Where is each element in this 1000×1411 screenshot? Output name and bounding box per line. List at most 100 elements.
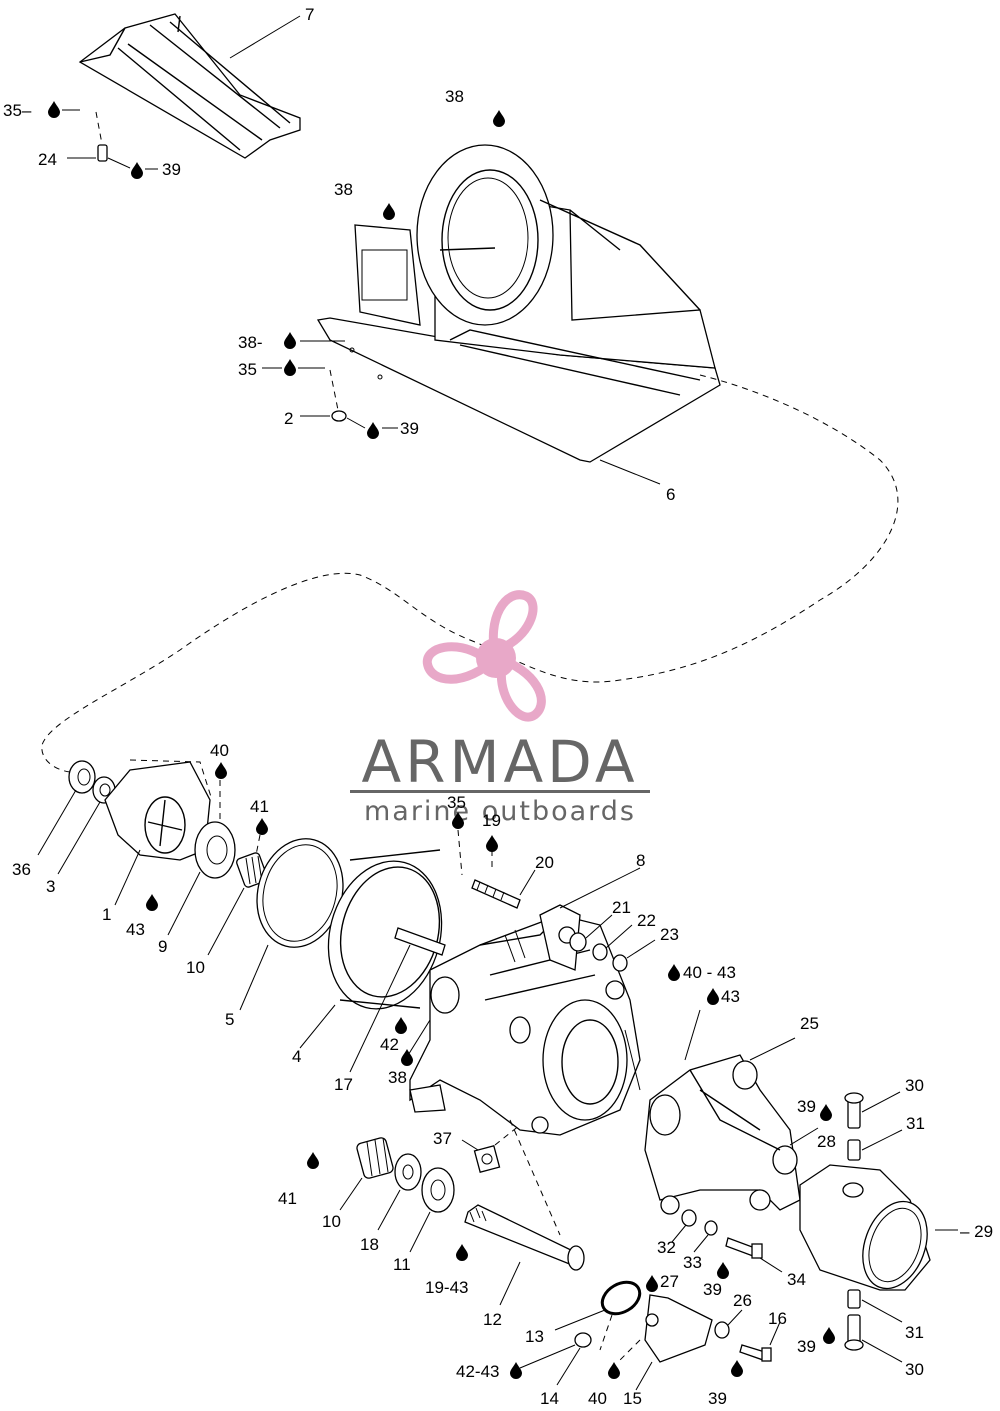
part-11-seal bbox=[409, 1167, 455, 1253]
callout-label: 43 bbox=[721, 987, 740, 1006]
callout-label: 40 bbox=[210, 741, 229, 760]
oil-drop-icon bbox=[256, 818, 268, 835]
callout-label: 10 bbox=[186, 958, 205, 977]
part-10-bearing-a bbox=[207, 834, 268, 956]
part-7-fin bbox=[78, 13, 301, 159]
callout-label: 39 bbox=[797, 1097, 816, 1116]
oil-drop-icon bbox=[823, 1327, 835, 1344]
callout-label: 11 bbox=[393, 1255, 411, 1274]
callout-label: 18 bbox=[360, 1235, 379, 1254]
part-8-pump-housing bbox=[404, 867, 641, 1136]
parts-30-31-bolts bbox=[844, 1091, 903, 1363]
oil-drop-icon bbox=[401, 1049, 413, 1066]
logo-rule bbox=[350, 790, 650, 793]
oil-drop-icon bbox=[820, 1104, 832, 1121]
callout-label: 34 bbox=[787, 1270, 806, 1289]
part-14-screw bbox=[556, 1332, 592, 1386]
callout-label: 25 bbox=[800, 1014, 819, 1033]
callout-label: 4 bbox=[292, 1047, 301, 1066]
callout-label: 33 bbox=[683, 1253, 702, 1272]
part-24-screw bbox=[62, 109, 158, 170]
callout-label: 21 bbox=[612, 898, 631, 917]
callout-label: 41 bbox=[250, 797, 269, 816]
part-18-washer bbox=[377, 1153, 422, 1231]
callout-label: 13 bbox=[525, 1327, 544, 1346]
callout-label: 31 bbox=[905, 1323, 924, 1342]
callout-label: 26 bbox=[733, 1291, 752, 1310]
callout-label: 38 bbox=[334, 180, 353, 199]
dashed-leaders-lower bbox=[519, 1314, 641, 1369]
callout-label: 27 bbox=[660, 1272, 679, 1291]
part-26-washer bbox=[714, 1309, 743, 1339]
oil-drop-icon bbox=[48, 101, 60, 118]
callout-label: 22 bbox=[637, 911, 656, 930]
callout-label: 5 bbox=[225, 1010, 234, 1029]
callout-label: 16 bbox=[768, 1309, 787, 1328]
logo-wordmark: ARMADA bbox=[361, 728, 638, 796]
callout-label: 17 bbox=[334, 1075, 353, 1094]
armada-logo: ARMADA marine outboards bbox=[350, 590, 650, 827]
callout-label: 38- bbox=[238, 333, 263, 352]
callout-label: 40 bbox=[588, 1389, 607, 1408]
callout-label: 30 bbox=[905, 1360, 924, 1379]
oil-drop-icon bbox=[367, 422, 379, 439]
callout-label: 1 bbox=[102, 905, 111, 924]
oil-drop-icon bbox=[493, 110, 505, 127]
oil-drop-icon bbox=[284, 359, 296, 376]
part-36-nut bbox=[37, 760, 96, 856]
part-12-drive-shaft bbox=[464, 1119, 585, 1306]
callout-label: 32 bbox=[657, 1238, 676, 1257]
oil-drop-icon bbox=[646, 1275, 658, 1292]
callout-label: 2 bbox=[284, 409, 293, 428]
callout-label: 35– bbox=[3, 101, 32, 120]
oil-drop-icon bbox=[456, 1244, 468, 1261]
part-15-cover bbox=[635, 1294, 713, 1391]
parts-32-33-34-fasteners bbox=[671, 1209, 783, 1273]
hull-outline bbox=[41, 374, 899, 773]
part-16-bolt bbox=[739, 1321, 781, 1362]
callout-label: 3 bbox=[46, 877, 55, 896]
oil-drop-icon bbox=[307, 1152, 319, 1169]
oil-drop-icon bbox=[452, 812, 464, 829]
part-25-nozzle-bracket bbox=[624, 1009, 819, 1215]
propeller-blade bbox=[488, 590, 538, 663]
logo-tagline: marine outboards bbox=[364, 796, 636, 827]
lubrication-drops bbox=[48, 101, 835, 1379]
part-10-bearing-b bbox=[339, 1137, 394, 1211]
callout-label: 42 bbox=[380, 1035, 399, 1054]
callout-label: 38 bbox=[445, 87, 464, 106]
propeller-blade bbox=[491, 653, 546, 722]
callout-label: 39 bbox=[797, 1337, 816, 1356]
oil-drop-icon bbox=[668, 964, 680, 981]
callout-label: 40 - 43 bbox=[683, 963, 736, 982]
callout-label: 6 bbox=[666, 485, 675, 504]
callout-label: – 29 bbox=[960, 1222, 993, 1241]
part-13-o-ring bbox=[554, 1280, 642, 1331]
callout-label: 12 bbox=[483, 1310, 502, 1329]
callout-label: 28 bbox=[817, 1132, 836, 1151]
oil-drop-icon bbox=[486, 835, 498, 852]
callout-label: 7 bbox=[305, 5, 314, 24]
oil-drop-icon bbox=[707, 988, 719, 1005]
callout-label: 19-43 bbox=[425, 1278, 468, 1297]
part-9-wear-ring bbox=[167, 780, 236, 936]
callout-label: 39 bbox=[708, 1389, 727, 1408]
callout-label: 9 bbox=[158, 937, 167, 956]
propeller-icon bbox=[422, 590, 546, 722]
part-29-nozzle bbox=[799, 1164, 958, 1291]
parts-21-22-23-washers bbox=[569, 914, 656, 972]
oil-drop-icon bbox=[510, 1362, 522, 1379]
callout-label: 20 bbox=[535, 853, 554, 872]
part-6-pump-support bbox=[316, 144, 721, 485]
callout-label: 41 bbox=[278, 1189, 297, 1208]
callout-label: 43 bbox=[126, 920, 145, 939]
oil-drop-icon bbox=[395, 1017, 407, 1034]
callout-label: 8 bbox=[636, 851, 645, 870]
part-17-shaft bbox=[349, 927, 446, 1073]
part-2-screw bbox=[262, 340, 398, 429]
oil-drop-icon bbox=[731, 1360, 743, 1377]
callout-label: 30 bbox=[905, 1076, 924, 1095]
callout-label: 35 bbox=[238, 360, 257, 379]
